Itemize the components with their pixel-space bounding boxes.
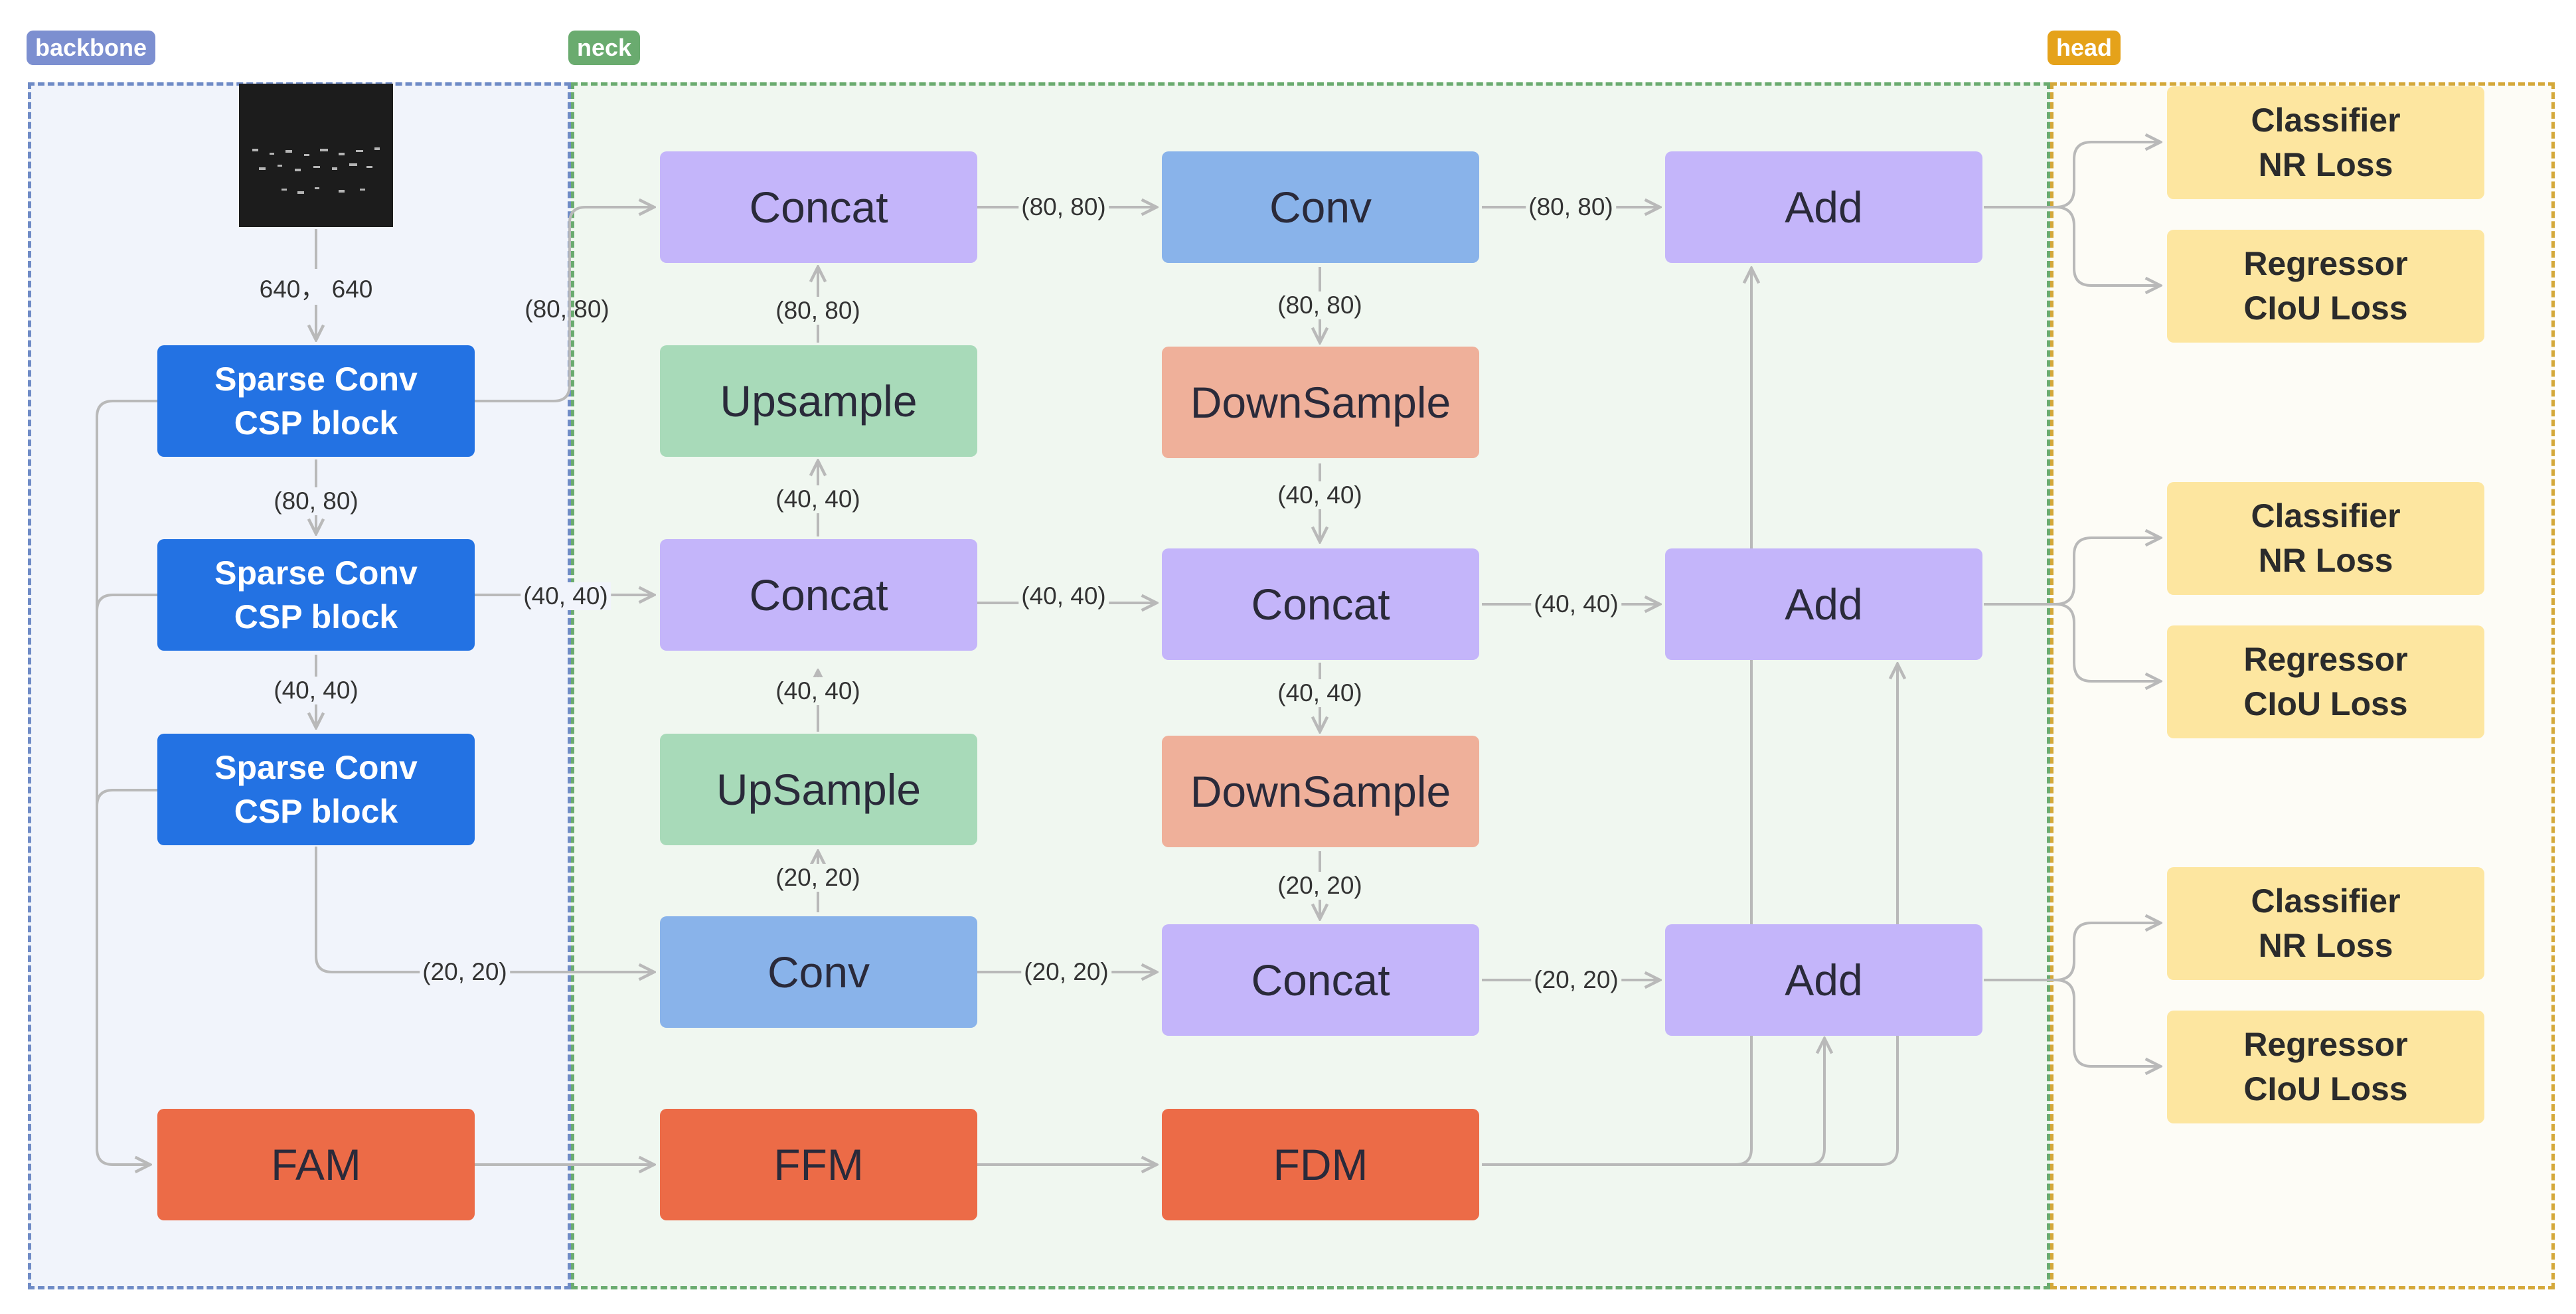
add-top-block: Add bbox=[1665, 151, 1982, 263]
arrow-block3-to-conv-bottom bbox=[315, 847, 654, 972]
edge-label-downsample-concat-bottom: (20, 20) bbox=[1275, 872, 1365, 900]
bus-block1-to-fam bbox=[96, 400, 157, 1165]
neck-tag: neck bbox=[568, 31, 641, 65]
classifier-head-3: Classifier NR Loss bbox=[2167, 867, 2484, 980]
regressor3-line2: CIoU Loss bbox=[2243, 1070, 2408, 1108]
downsample-top-block: DownSample bbox=[1162, 347, 1479, 458]
classifier1-line2: NR Loss bbox=[2258, 146, 2393, 183]
head-tag: head bbox=[2048, 31, 2121, 65]
arrow-add-top-to-classifier1 bbox=[1984, 142, 2160, 208]
edge-label-concat-downsample-mid: (40, 40) bbox=[1275, 679, 1365, 707]
arrow-add-bottom-to-classifier3 bbox=[1984, 923, 2160, 981]
concat-bottom-block: Concat bbox=[1162, 924, 1479, 1036]
bus-block2-to-fam bbox=[96, 594, 157, 612]
input-image bbox=[239, 84, 393, 227]
regressor-head-1: Regressor CIoU Loss bbox=[2167, 230, 2484, 343]
edge-label-block1-concat: (80, 80) bbox=[524, 295, 609, 323]
regressor3-line1: Regressor bbox=[2243, 1026, 2408, 1063]
classifier3-line2: NR Loss bbox=[2258, 927, 2393, 964]
conv-top-block: Conv bbox=[1162, 151, 1479, 263]
add-mid-block: Add bbox=[1665, 548, 1982, 660]
edge-label-concat-conv-top: (80, 80) bbox=[1018, 193, 1109, 221]
edge-label-block2-block3: (40, 40) bbox=[271, 677, 361, 704]
classifier3-line1: Classifier bbox=[2251, 882, 2401, 920]
upsample-mid-block: UpSample bbox=[660, 734, 977, 845]
block1-line2: CSP block bbox=[234, 404, 398, 442]
classifier-head-1: Classifier NR Loss bbox=[2167, 86, 2484, 199]
regressor2-line2: CIoU Loss bbox=[2243, 685, 2408, 722]
edge-label-conv-downsample-top: (80, 80) bbox=[1275, 291, 1365, 319]
block2-line1: Sparse Conv bbox=[214, 554, 418, 592]
edge-label-upsample-concat-top: (80, 80) bbox=[773, 297, 863, 325]
edge-label-concat-concat-mid: (40, 40) bbox=[1018, 582, 1109, 610]
edge-label-concat-add-bottom: (20, 20) bbox=[1531, 966, 1621, 994]
regressor1-line1: Regressor bbox=[2243, 245, 2408, 282]
arrow-add-bottom-to-regressor3 bbox=[2055, 979, 2160, 1066]
arrow-add-mid-to-regressor2 bbox=[2055, 603, 2160, 681]
classifier2-line1: Classifier bbox=[2251, 497, 2401, 534]
edge-label-upsample-concat-mid: (40, 40) bbox=[773, 677, 863, 705]
edge-label-concat-add-mid: (40, 40) bbox=[1531, 590, 1621, 618]
arrow-block1-to-concat-top bbox=[475, 207, 654, 402]
edge-label-downsample-concat-mid2: (40, 40) bbox=[1275, 481, 1365, 509]
edge-label-concat-upsample-top: (40, 40) bbox=[773, 485, 863, 513]
regressor-head-2: Regressor CIoU Loss bbox=[2167, 625, 2484, 738]
sparse-conv-csp-block-2: Sparse Conv CSP block bbox=[157, 539, 475, 651]
classifier1-line1: Classifier bbox=[2251, 102, 2401, 139]
edge-label-conv-upsample-mid: (20, 20) bbox=[773, 864, 863, 892]
block3-line1: Sparse Conv bbox=[214, 749, 418, 786]
input-image-texture bbox=[239, 84, 393, 227]
add-bottom-block: Add bbox=[1665, 924, 1982, 1036]
classifier2-line2: NR Loss bbox=[2258, 542, 2393, 579]
input-size-label: 640， 640 bbox=[256, 269, 376, 305]
block2-line2: CSP block bbox=[234, 598, 398, 635]
classifier-head-2: Classifier NR Loss bbox=[2167, 482, 2484, 595]
sparse-conv-csp-block-3: Sparse Conv CSP block bbox=[157, 734, 475, 845]
concat-mid-block: Concat bbox=[660, 539, 977, 651]
sparse-conv-csp-block-1: Sparse Conv CSP block bbox=[157, 345, 475, 457]
fdm-block: FDM bbox=[1162, 1109, 1479, 1220]
arrow-add-mid-to-classifier2 bbox=[1984, 538, 2160, 606]
upsample-top-block: Upsample bbox=[660, 345, 977, 457]
arrow-fdm-to-add-bottom bbox=[1735, 1038, 1824, 1166]
regressor1-line2: CIoU Loss bbox=[2243, 289, 2408, 327]
ffm-block: FFM bbox=[660, 1109, 977, 1220]
regressor-head-3: Regressor CIoU Loss bbox=[2167, 1011, 2484, 1123]
edge-label-block1-block2: (80, 80) bbox=[271, 487, 361, 515]
edge-label-conv-concat-bottom: (20, 20) bbox=[1021, 958, 1111, 986]
fam-block: FAM bbox=[157, 1109, 475, 1220]
block1-line1: Sparse Conv bbox=[214, 361, 418, 398]
regressor2-line1: Regressor bbox=[2243, 641, 2408, 678]
backbone-tag: backbone bbox=[27, 31, 156, 65]
edge-label-block2-concat: (40, 40) bbox=[521, 582, 611, 610]
arrow-fdm-to-add-mid bbox=[1809, 664, 1897, 1166]
conv-bottom-block: Conv bbox=[660, 916, 977, 1028]
edge-label-conv-add-top: (80, 80) bbox=[1526, 193, 1616, 221]
downsample-mid-block: DownSample bbox=[1162, 736, 1479, 847]
edge-label-block3-conv: (20, 20) bbox=[420, 958, 510, 986]
block3-line2: CSP block bbox=[234, 793, 398, 830]
concat-mid2-block: Concat bbox=[1162, 548, 1479, 660]
arrow-add-top-to-regressor1 bbox=[2055, 206, 2160, 286]
bus-block3-to-fam bbox=[96, 789, 157, 807]
concat-top-block: Concat bbox=[660, 151, 977, 263]
